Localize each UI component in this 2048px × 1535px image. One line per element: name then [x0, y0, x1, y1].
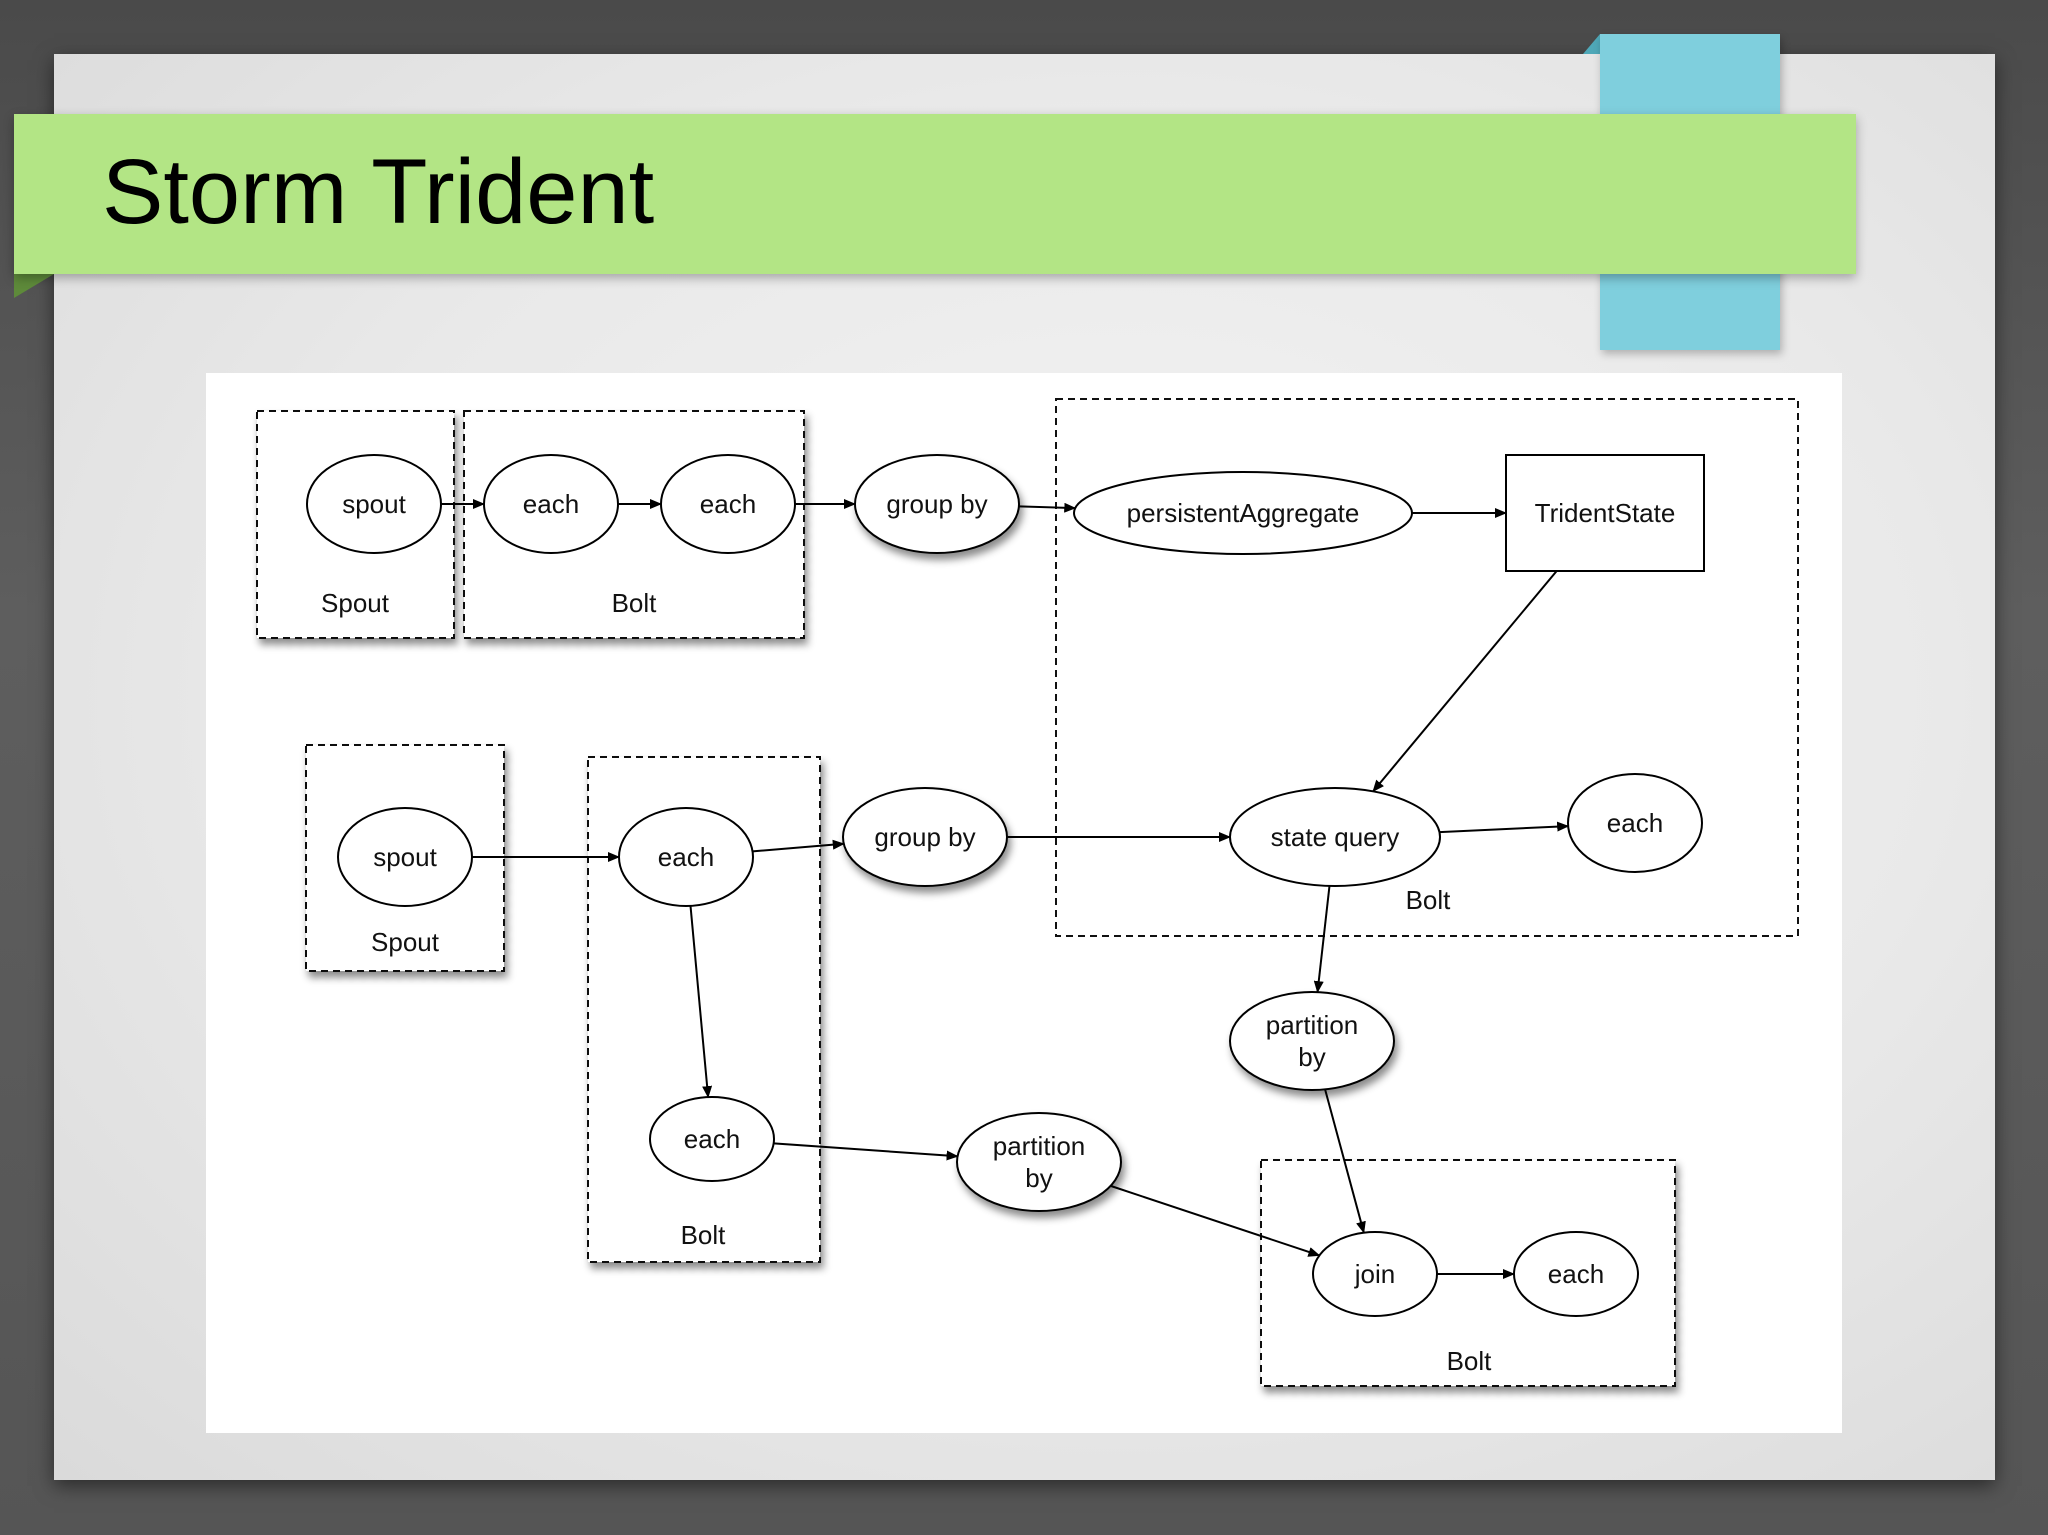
node-squery: state query [1229, 787, 1441, 887]
node-label: spout [342, 489, 406, 519]
edge-squery-to-each4 [1439, 821, 1570, 834]
node-shape [956, 1112, 1122, 1212]
title-bar: Storm Trident [14, 114, 1856, 274]
node-shape [1312, 1231, 1438, 1317]
node-shape [337, 807, 473, 907]
node-each2: each [660, 454, 796, 554]
node-label: group by [874, 822, 975, 852]
node-label: spout [373, 842, 437, 872]
accent-fold [1583, 34, 1600, 54]
node-label: TridentState [1535, 498, 1676, 528]
node-label: group by [886, 489, 987, 519]
node-each4: each [1567, 773, 1703, 873]
group-label: Bolt [681, 1220, 727, 1250]
node-label: persistentAggregate [1127, 498, 1360, 528]
node-shape [1229, 787, 1441, 887]
node-each3: each [618, 807, 754, 907]
node-label: state query [1271, 822, 1400, 852]
edge-each3-to-group2 [752, 839, 845, 853]
slide-title: Storm Trident [102, 141, 655, 243]
node-shape [660, 454, 796, 554]
node-shape [649, 1096, 775, 1182]
node-label: join [1354, 1259, 1395, 1289]
node-group1: group by [854, 454, 1020, 554]
node-label: each [1607, 808, 1663, 838]
node-shape [1073, 471, 1413, 555]
group-label: Spout [321, 588, 390, 618]
node-shape [483, 454, 619, 554]
group-label: Bolt [612, 588, 658, 618]
group-label: Bolt [1447, 1346, 1493, 1376]
title-bar-fold [14, 274, 54, 298]
node-shape [1513, 1231, 1639, 1317]
node-spout1: spout [306, 454, 442, 554]
node-shape [306, 454, 442, 554]
node-each1: each [483, 454, 619, 554]
edge-group1-to-persist [1018, 502, 1077, 513]
node-spout2: spout [337, 807, 473, 907]
node-shape [1229, 991, 1395, 1091]
node-group2: group by [842, 787, 1008, 887]
node-label: each [1548, 1259, 1604, 1289]
node-label: each [523, 489, 579, 519]
edge-each3-to-each5 [689, 905, 713, 1099]
node-label: partition [1266, 1010, 1359, 1040]
node-label: each [658, 842, 714, 872]
node-label: each [684, 1124, 740, 1154]
node-shape [854, 454, 1020, 554]
node-persist: persistentAggregate [1073, 471, 1413, 555]
edge-tstate-to-squery [1372, 570, 1558, 793]
node-label: each [700, 489, 756, 519]
edge-part1-to-join [1324, 1089, 1366, 1234]
node-each5: each [649, 1096, 775, 1182]
node-label: partition [993, 1131, 1086, 1161]
node-shape [842, 787, 1008, 887]
node-each6: each [1513, 1231, 1639, 1317]
node-label: by [1298, 1042, 1325, 1072]
node-shape [1505, 454, 1705, 572]
node-join: join [1312, 1231, 1438, 1317]
group-label: Bolt [1406, 885, 1452, 915]
node-shape [1567, 773, 1703, 873]
edge-part2-to-join [1110, 1184, 1321, 1257]
node-shape [618, 807, 754, 907]
node-tstate: TridentState [1505, 454, 1705, 572]
edge-each5-to-part2 [773, 1142, 959, 1161]
node-label: by [1025, 1163, 1052, 1193]
group-label: Spout [371, 927, 440, 957]
edge-squery-to-part1 [1313, 885, 1331, 994]
